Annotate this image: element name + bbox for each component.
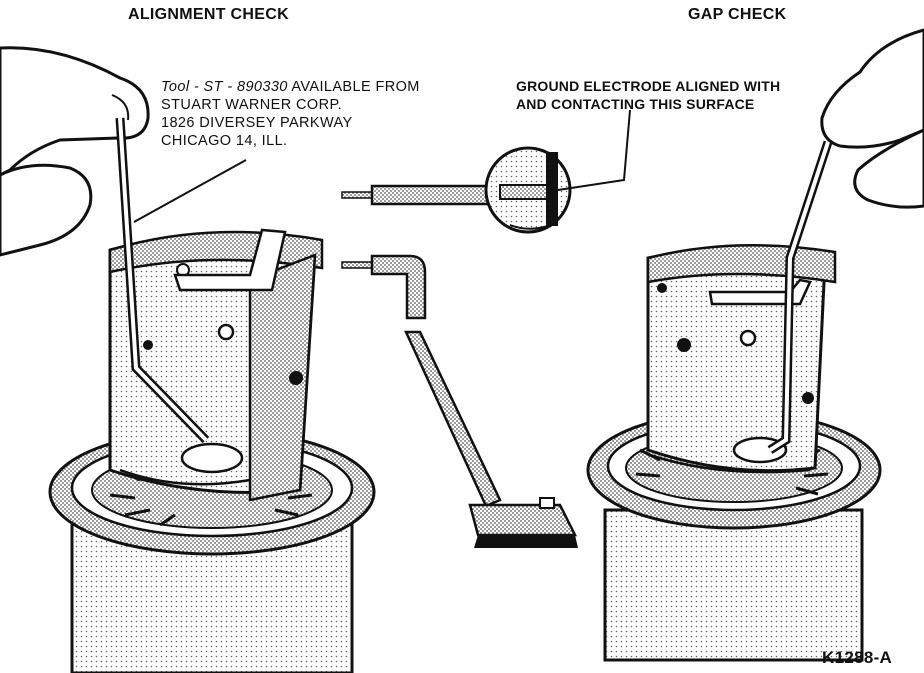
- tool-note-line2: STUART WARNER CORP.: [161, 97, 343, 113]
- tool-note-line1: Tool - ST - 890330 AVAILABLE FROM: [161, 78, 420, 96]
- electrode-note-line2: AND CONTACTING THIS SURFACE: [516, 96, 755, 112]
- tool-note: Tool - ST - 890330 AVAILABLE FROM STUART…: [161, 78, 420, 150]
- gap-check-heading: GAP CHECK: [688, 6, 787, 23]
- tool-note-line4: CHICAGO 14, ILL.: [161, 133, 288, 149]
- left-hand-with-tool: [0, 46, 210, 444]
- tool-detail-bent-end: [341, 254, 427, 320]
- tool-detail-straight-end: [341, 184, 504, 206]
- tool-note-line1-rest: AVAILABLE FROM: [291, 79, 420, 95]
- electrode-note: GROUND ELECTRODE ALIGNED WITH AND CONTAC…: [516, 77, 780, 113]
- tool-leader-line: [133, 159, 247, 223]
- tool-detail-handle: [404, 330, 578, 548]
- electrode-note-line1: GROUND ELECTRODE ALIGNED WITH: [516, 78, 781, 94]
- alignment-check-heading: ALIGNMENT CHECK: [128, 6, 289, 23]
- tool-number: Tool - ST - 890330: [161, 79, 288, 95]
- right-hand-with-tool: [767, 28, 924, 454]
- left-breaker-plate-cup: [108, 228, 324, 502]
- figure-id: K1288-A: [822, 648, 893, 667]
- tool-note-line3: 1826 DIVERSEY PARKWAY: [161, 115, 353, 131]
- right-breaker-plate-cup: [646, 244, 837, 474]
- electrode-leader-line: [557, 109, 631, 191]
- gap-surface-magnifier: [484, 146, 572, 234]
